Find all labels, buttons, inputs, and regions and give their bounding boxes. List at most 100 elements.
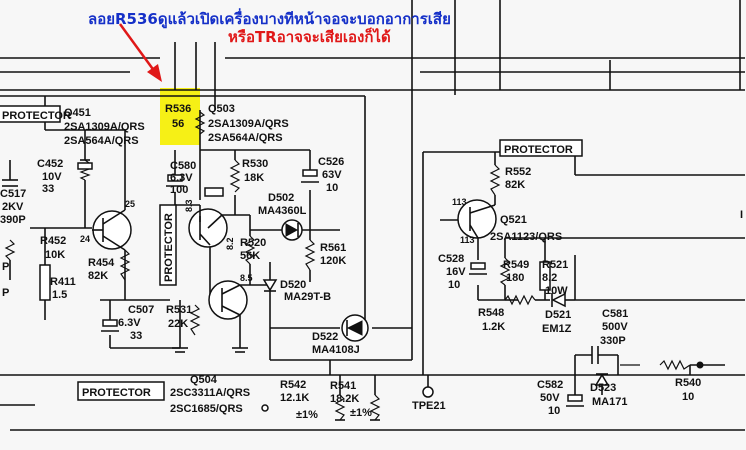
label-pin-113b: 113 [460,235,475,245]
label-r548-value: 1.2K [482,321,505,333]
resistor-r517 [4,239,16,261]
label-r561-name: R561 [320,242,346,254]
label-r552-value: 82K [505,179,525,191]
component-labels: Q451 2SA1309A/QRS 2SA564A/QRS R536 56 Q5… [0,103,743,421]
transistor-q521 [457,199,497,239]
label-r536-value: 56 [172,118,184,130]
label-pin-113a: 113 [452,197,467,207]
annotation-arrow-shaft [118,23,157,73]
capacitor-c526 [301,169,319,183]
diode-d522 [341,314,369,342]
transistor-q504 [208,280,248,320]
label-r520-value: 56K [240,250,260,262]
diode-d521 [551,292,566,308]
label-q521-name: Q521 [500,214,527,226]
label-c581-name: C581 [602,308,628,320]
label-c452-value: 33 [42,183,54,195]
label-r542-tolerance: ±1% [296,409,318,421]
label-edge-left-p1: P [2,261,9,273]
label-pin-82: 8.2 [225,237,235,250]
label-c526-value: 10 [326,182,338,194]
label-c581-voltage: 500V [602,321,628,333]
resistor-r548 [504,294,536,306]
test-point-tpe21[interactable] [422,386,434,398]
label-c517-voltage: 2KV [2,201,24,213]
label-c580-name: C580 [170,160,196,172]
label-q504-part2: 2SC1685/QRS [170,403,243,415]
capacitor-c528 [469,262,487,275]
label-r536-name: R536 [165,103,191,115]
label-r542-name: R542 [280,379,306,391]
protector-right-label: PROTECTOR [504,144,573,156]
resistor-r520 [244,235,256,265]
label-r521-watt: 10W [545,285,568,297]
label-r531-value: 22K [168,318,188,330]
capacitor-c452 [77,159,93,170]
capacitor-c580 [166,174,184,187]
resistor-r411 [39,264,51,301]
label-q451-name: Q451 [64,107,91,119]
label-c507-value: 33 [130,330,142,342]
label-c582-value: 10 [548,405,560,417]
protector-vertical-box [159,204,177,286]
label-c581-value: 330P [600,335,626,347]
label-d502-name: D502 [268,192,294,204]
capacitor-c582 [566,394,584,407]
label-c517-name: C517 [0,188,26,200]
capacitors [2,159,599,407]
label-r411-name: R411 [50,276,76,288]
diode-d520 [262,279,278,292]
label-r520-name: R520 [240,237,266,249]
capacitor-c507 [101,319,119,332]
transistor-q451 [92,209,132,251]
label-r548-name: R548 [478,307,504,319]
junction-dot [696,361,704,369]
label-pin-85: 8.5 [240,273,253,283]
label-d521-part: EM1Z [542,323,572,335]
protector-right-box [499,139,583,157]
label-r549-value: 180 [506,272,524,284]
label-r552-name: R552 [505,166,531,178]
label-r530-value: 18K [244,172,264,184]
protector-vertical-label: PROTECTOR [163,213,175,282]
resistor-r521 [539,261,551,291]
label-q503-part2: 2SA564A/QRS [208,132,283,144]
label-r541-tolerance: ±1% [350,407,372,419]
resistor-r541 [369,394,381,421]
resistor-r536 [194,111,206,135]
label-c582-voltage: 50V [540,392,560,404]
resistor-r454 [119,249,131,281]
label-r530-name: R530 [242,158,268,170]
capacitor-c581 [591,346,599,364]
protector-left-label: PROTECTOR [2,110,71,122]
label-c452-name: C452 [37,158,63,170]
label-c507-voltage: 6.3V [118,317,141,329]
label-q521-part: 2SA1123/QRS [490,231,562,243]
junction-q504 [261,404,269,412]
label-edge-right-i: I [740,209,743,221]
label-q504-name: Q504 [190,374,218,386]
label-c580-voltage: 6.3V [170,172,193,184]
label-r549-name: R549 [503,259,529,271]
label-r454-value: 82K [88,270,108,282]
annotation-line2: หรือTRอาจจะเสียเองก็ได้ [228,27,391,46]
annotation-line1: ลอยR536ดูแล้วเปิดเครื่องบางทีหน้าจอจะบอก… [88,8,451,29]
grounds [172,347,380,421]
label-r452-name: R452 [40,235,66,247]
label-r542-value: 12.1K [280,392,309,404]
annotation-arrow-head [147,64,162,82]
label-d502-part: MA4360L [258,205,307,217]
label-q451-part1: 2SA1309A/QRS [64,121,145,133]
label-q451-part2: 2SA564A/QRS [64,135,139,147]
resistor-r549 [499,257,511,286]
diode-d502 [281,219,303,241]
label-d520-part: MA29T-B [284,291,331,303]
label-r521-value: 8.2 [542,272,557,284]
label-c526-voltage: 63V [322,169,342,181]
label-r541-name: R541 [330,380,356,392]
label-edge-left-p2: P [2,287,9,299]
label-c528-voltage: 16V [446,266,466,278]
label-q504-part1: 2SC3311A/QRS [170,387,250,399]
